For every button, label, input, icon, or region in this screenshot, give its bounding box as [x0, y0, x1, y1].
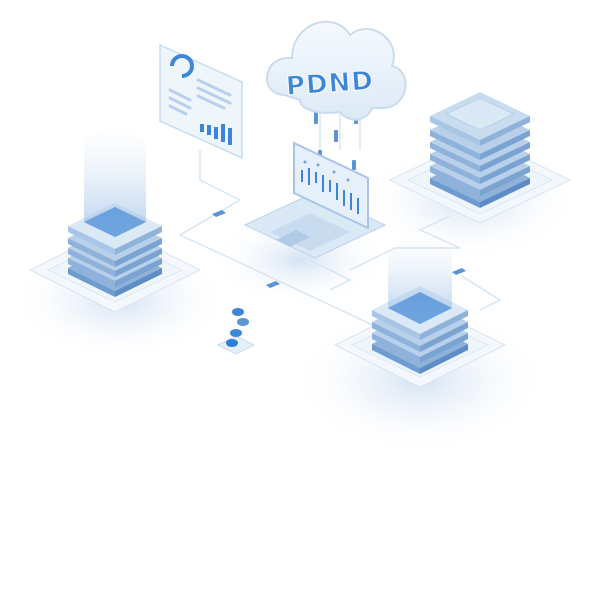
left-server [28, 125, 202, 313]
coins-icon [216, 308, 256, 355]
dashboard-panel-icon [159, 43, 243, 160]
text-lines [168, 78, 232, 116]
screen-chart [301, 168, 359, 214]
laptop-icon [243, 141, 387, 259]
cloud-label: PDND [285, 66, 375, 102]
donut-chart-icon [170, 54, 194, 78]
laptop-trackpad [276, 230, 310, 247]
right-server [388, 92, 572, 224]
server-stack-icon [68, 125, 162, 297]
screen-dots [303, 160, 350, 182]
server-stack-icon [430, 92, 530, 208]
server-stack-icon [372, 234, 468, 374]
bottom-server [333, 234, 507, 388]
cloud-icon: PDND [266, 20, 407, 121]
bar-chart-icon [200, 124, 232, 145]
